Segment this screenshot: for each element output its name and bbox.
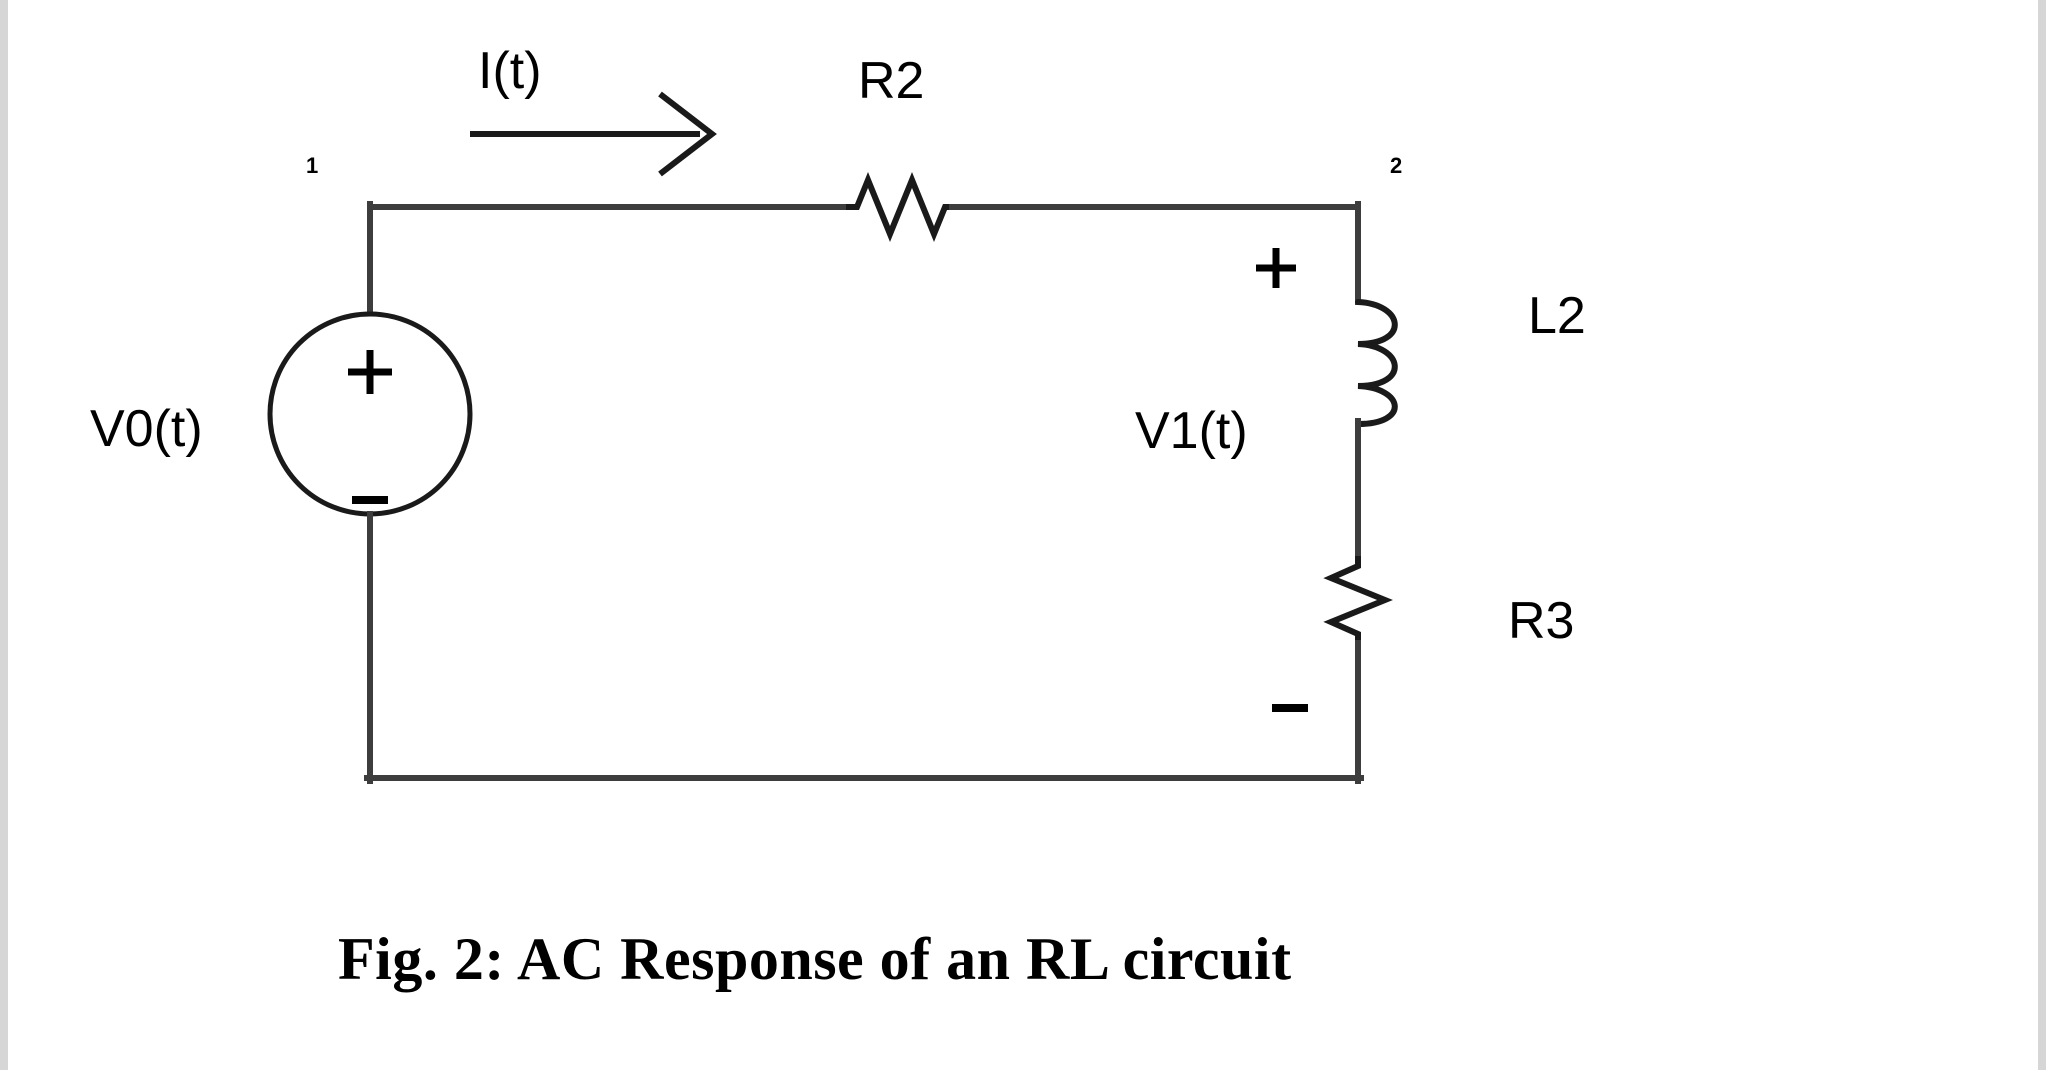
current-label: I(t) bbox=[478, 42, 542, 100]
voltage-source-label: V0(t) bbox=[90, 400, 203, 458]
node-label-2: 2 bbox=[1390, 153, 1403, 178]
resistor-r3-symbol bbox=[1323, 556, 1393, 646]
page-edge-left bbox=[0, 0, 8, 1070]
source-plus-glyph bbox=[348, 350, 392, 394]
current-arrow-head bbox=[658, 91, 717, 177]
inductor-l2-label: L2 bbox=[1528, 287, 1586, 345]
page-edge-right bbox=[2038, 0, 2046, 1070]
resistor-r2-symbol bbox=[846, 172, 956, 242]
resistor-r3-label: R3 bbox=[1508, 592, 1575, 650]
resistor-r2-label: R2 bbox=[858, 52, 925, 110]
figure-caption: Fig. 2: AC Response of an RL circuit bbox=[338, 926, 1292, 992]
branch-plus-glyph bbox=[1256, 248, 1296, 288]
inductor-l2-symbol bbox=[1355, 299, 1398, 427]
voltage-source-symbol bbox=[267, 311, 473, 517]
branch-voltage-label: V1(t) bbox=[1135, 402, 1248, 460]
node-label-1: 1 bbox=[306, 153, 319, 178]
